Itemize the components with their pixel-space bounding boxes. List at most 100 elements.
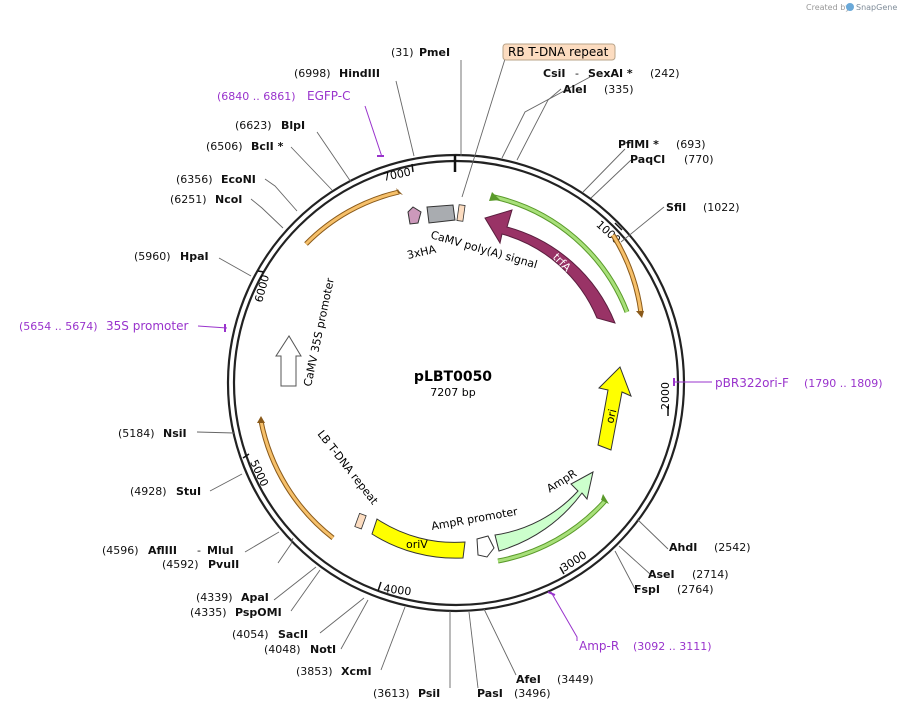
primer-ampr-range: (3092 .. 3111)	[633, 640, 712, 653]
site-csii-pos: (242)	[650, 67, 680, 80]
site-afliii-dash: -	[197, 544, 201, 557]
tick-5000	[242, 453, 250, 459]
site-labels: (31) PmeI (6998) HindIII CsiI - SexAI * …	[102, 46, 751, 700]
camv-35s-promoter-label: CaMV 35S promoter	[301, 276, 337, 387]
site-stui-pos: (4928)	[130, 485, 167, 498]
ha-tag-label: 3xHA	[406, 243, 438, 262]
orf-band-left-arrow-icon	[257, 416, 265, 423]
primer-labels: (6840 .. 6861) EGFP-C (5654 .. 5674) 35S…	[19, 89, 883, 653]
site-pasi-pos: (3496)	[514, 687, 551, 700]
site-afei-name: AfeI	[516, 673, 541, 686]
primer-pbr322-name: pBR322ori-F	[715, 376, 789, 390]
site-nsii-pos: (5184)	[118, 427, 155, 440]
site-sacii-pos: (4054)	[232, 628, 269, 641]
ampr-orf-band	[497, 499, 607, 563]
site-bcli-pos: (6506)	[206, 140, 243, 153]
site-hindiii-name: HindIII	[339, 67, 380, 80]
snapgene-credit: Created by SnapGene	[806, 3, 897, 12]
ori-arrow	[597, 366, 632, 451]
tick-label-7000: 7000	[382, 165, 412, 184]
oriv-block	[371, 518, 466, 559]
tick-label-4000: 4000	[383, 582, 412, 598]
orf-band-right-outline	[610, 233, 644, 314]
site-xcmi-pos: (3853)	[296, 665, 333, 678]
site-pspomi-name: PspOMI	[235, 606, 282, 619]
ampr-label: AmpR	[544, 467, 579, 496]
site-asei-name: AseI	[648, 568, 675, 581]
site-pasi-name: PasI	[477, 687, 503, 700]
site-pspomi-pos: (4335)	[190, 606, 227, 619]
site-noti-name: NotI	[310, 643, 336, 656]
site-nsii-name: NsiI	[163, 427, 187, 440]
site-ncoi-name: NcoI	[215, 193, 242, 206]
tick-6000	[257, 270, 265, 273]
site-afei-pos: (3449)	[557, 673, 594, 686]
tick-label-2000: 2000	[659, 382, 672, 410]
primer-35s-leader	[197, 325, 228, 329]
site-apai-name: ApaI	[241, 591, 269, 604]
rb-callout: RB T-DNA repeat	[461, 43, 616, 198]
site-csii-dash: -	[575, 67, 579, 80]
primer-35s-name: 35S promoter	[106, 319, 188, 333]
ampr-promoter-label: AmpR promoter	[430, 505, 519, 533]
site-sacii-name: SacII	[278, 628, 308, 641]
plasmid-name: pLBT0050	[414, 369, 492, 385]
site-ahdi-name: AhdI	[669, 541, 697, 554]
site-blpi-name: BlpI	[281, 119, 305, 132]
site-hpai-name: HpaI	[180, 250, 209, 263]
credit-prefix: Created by	[806, 3, 850, 12]
site-afliii-pos: (4596)	[102, 544, 139, 557]
site-csii-name: CsiI	[543, 67, 565, 80]
site-paqci-pos: (770)	[684, 153, 714, 166]
lb-repeat-label: LB T-DNA repeat	[315, 428, 381, 508]
trfa-arrow	[484, 209, 616, 324]
plasmid-length: 7207 bp	[430, 386, 475, 399]
oriv-label: oriV	[406, 538, 428, 551]
ampr-orf-band-arrow-icon	[601, 494, 609, 504]
ampr-arrow	[494, 471, 594, 552]
plasmid-center-label: pLBT0050 7207 bp	[414, 369, 492, 399]
orf-band-right-arrow-icon	[636, 311, 644, 318]
snapgene-logo-icon	[846, 3, 854, 11]
tick-3000	[559, 566, 565, 575]
site-bcli-name: BclI *	[251, 140, 284, 153]
site-blpi-pos: (6623)	[235, 119, 272, 132]
tick-1000	[614, 222, 623, 231]
site-hindiii-pos: (6998)	[294, 67, 331, 80]
camv-35s-promoter-arrow	[275, 335, 302, 387]
site-econi-name: EcoNI	[221, 173, 256, 186]
ampr-promoter-arrow	[476, 535, 495, 558]
ori-label: ori	[603, 408, 619, 425]
site-ahdi-pos: (2542)	[714, 541, 751, 554]
site-sfii-pos: (1022)	[703, 201, 740, 214]
tick-7000	[411, 163, 414, 173]
orf-band-left	[259, 420, 334, 540]
primer-ampr-leader	[550, 591, 578, 641]
orf-bands	[257, 188, 644, 564]
rb-repeat-callout-label: RB T-DNA repeat	[508, 45, 609, 59]
primer-egfpc-range: (6840 .. 6861)	[217, 90, 296, 103]
site-pvuii-name: PvuII	[208, 558, 239, 571]
orf-band-top-left-arrow-icon	[396, 188, 403, 195]
site-ncoi-pos: (6251)	[170, 193, 207, 206]
site-psii-pos: (3613)	[373, 687, 410, 700]
rb-repeat-box	[456, 204, 466, 222]
tick-label-6000: 6000	[252, 273, 272, 303]
primer-35s-range: (5654 .. 5674)	[19, 320, 98, 333]
site-paqci-name: PaqCI	[630, 153, 665, 166]
primer-pbr322-range: (1790 .. 1809)	[804, 377, 883, 390]
primer-ampr-name: Amp-R	[579, 639, 619, 653]
site-noti-pos: (4048)	[264, 643, 301, 656]
site-alei-name: AleI	[563, 83, 587, 96]
polya-block	[426, 204, 456, 224]
site-econi-pos: (6356)	[176, 173, 213, 186]
site-fspi-pos: (2764)	[677, 583, 714, 596]
site-leaders	[196, 60, 669, 689]
primer-egfpc-name: EGFP-C	[307, 89, 350, 103]
trfa-orf-band-arrow-icon	[489, 192, 500, 201]
orf-band-top-left	[304, 190, 400, 246]
site-pflmi-pos: (693)	[676, 138, 706, 151]
site-asei-pos: (2714)	[692, 568, 729, 581]
site-pvuii-pos: (4592)	[162, 558, 199, 571]
